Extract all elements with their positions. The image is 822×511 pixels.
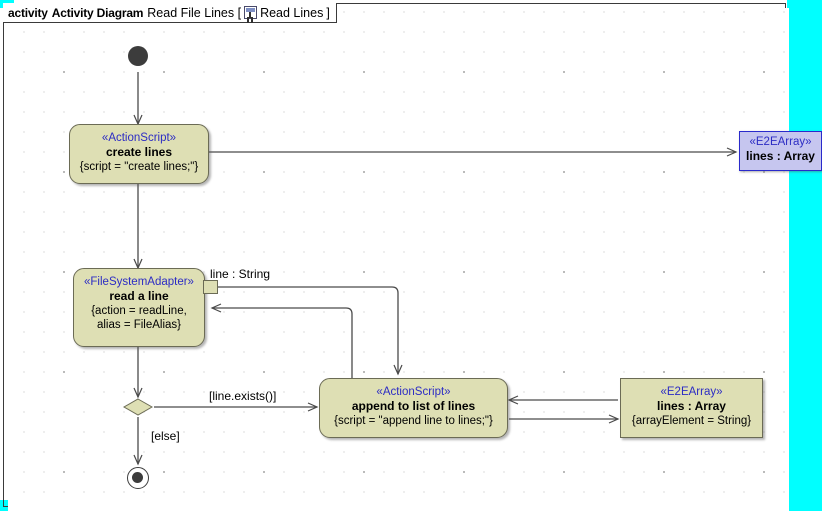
final-node[interactable] <box>127 467 149 489</box>
object-lines-array-props: {arrayElement = String} <box>631 415 752 427</box>
action-create-lines-name: create lines <box>105 145 173 159</box>
action-append-stereotype: «ActionScript» <box>376 386 451 398</box>
frame-qualified-name: Read File Lines [ <box>147 5 242 20</box>
guard-else: [else] <box>151 429 180 443</box>
activity-diagram-icon <box>244 6 258 19</box>
output-pin-line-label: line : String <box>210 267 271 281</box>
action-read-a-line-stereotype: «FileSystemAdapter» <box>84 276 194 288</box>
frame-package-name: Read Lines <box>260 5 324 20</box>
frame-close-bracket: ] <box>326 5 330 20</box>
action-read-a-line-name: read a line <box>109 289 169 303</box>
action-create-lines-stereotype: «ActionScript» <box>101 132 177 144</box>
frame-kind-label: activity <box>8 5 48 20</box>
object-lines-array-selected-name: lines : Array <box>746 149 815 163</box>
initial-node[interactable] <box>128 46 148 66</box>
object-lines-array-selected-stereotype: «E2EArray» <box>749 136 812 148</box>
frame-type-label: Activity Diagram <box>51 5 144 20</box>
action-create-lines-props: {script = "create lines;"} <box>79 161 199 173</box>
object-lines-array[interactable]: «E2EArray» lines : Array {arrayElement =… <box>620 378 763 438</box>
action-create-lines[interactable]: «ActionScript» create lines {script = "c… <box>69 124 209 184</box>
selection-corner-bottom-left <box>0 500 10 511</box>
output-pin-line[interactable] <box>203 280 218 294</box>
object-lines-array-selected[interactable]: «E2EArray» lines : Array <box>739 131 822 171</box>
action-append-props: {script = "append line to lines;"} <box>334 415 493 427</box>
action-append-name: append to list of lines <box>351 399 476 413</box>
guard-line-exists: [line.exists()] <box>209 389 277 403</box>
frame-header-tab[interactable]: activity Activity Diagram Read File Line… <box>3 3 337 23</box>
action-append-to-list-of-lines[interactable]: «ActionScript» append to list of lines {… <box>319 378 508 438</box>
decision-node[interactable] <box>123 398 153 416</box>
action-read-a-line[interactable]: «FileSystemAdapter» read a line {action … <box>73 268 205 347</box>
action-read-a-line-props-line1: {action = readLine, <box>91 305 187 317</box>
selection-highlight-strip <box>787 0 822 511</box>
action-read-a-line-props-line2: alias = FileAlias} <box>96 319 182 331</box>
object-lines-array-stereotype: «E2EArray» <box>660 386 723 398</box>
object-lines-array-name: lines : Array <box>657 399 726 413</box>
